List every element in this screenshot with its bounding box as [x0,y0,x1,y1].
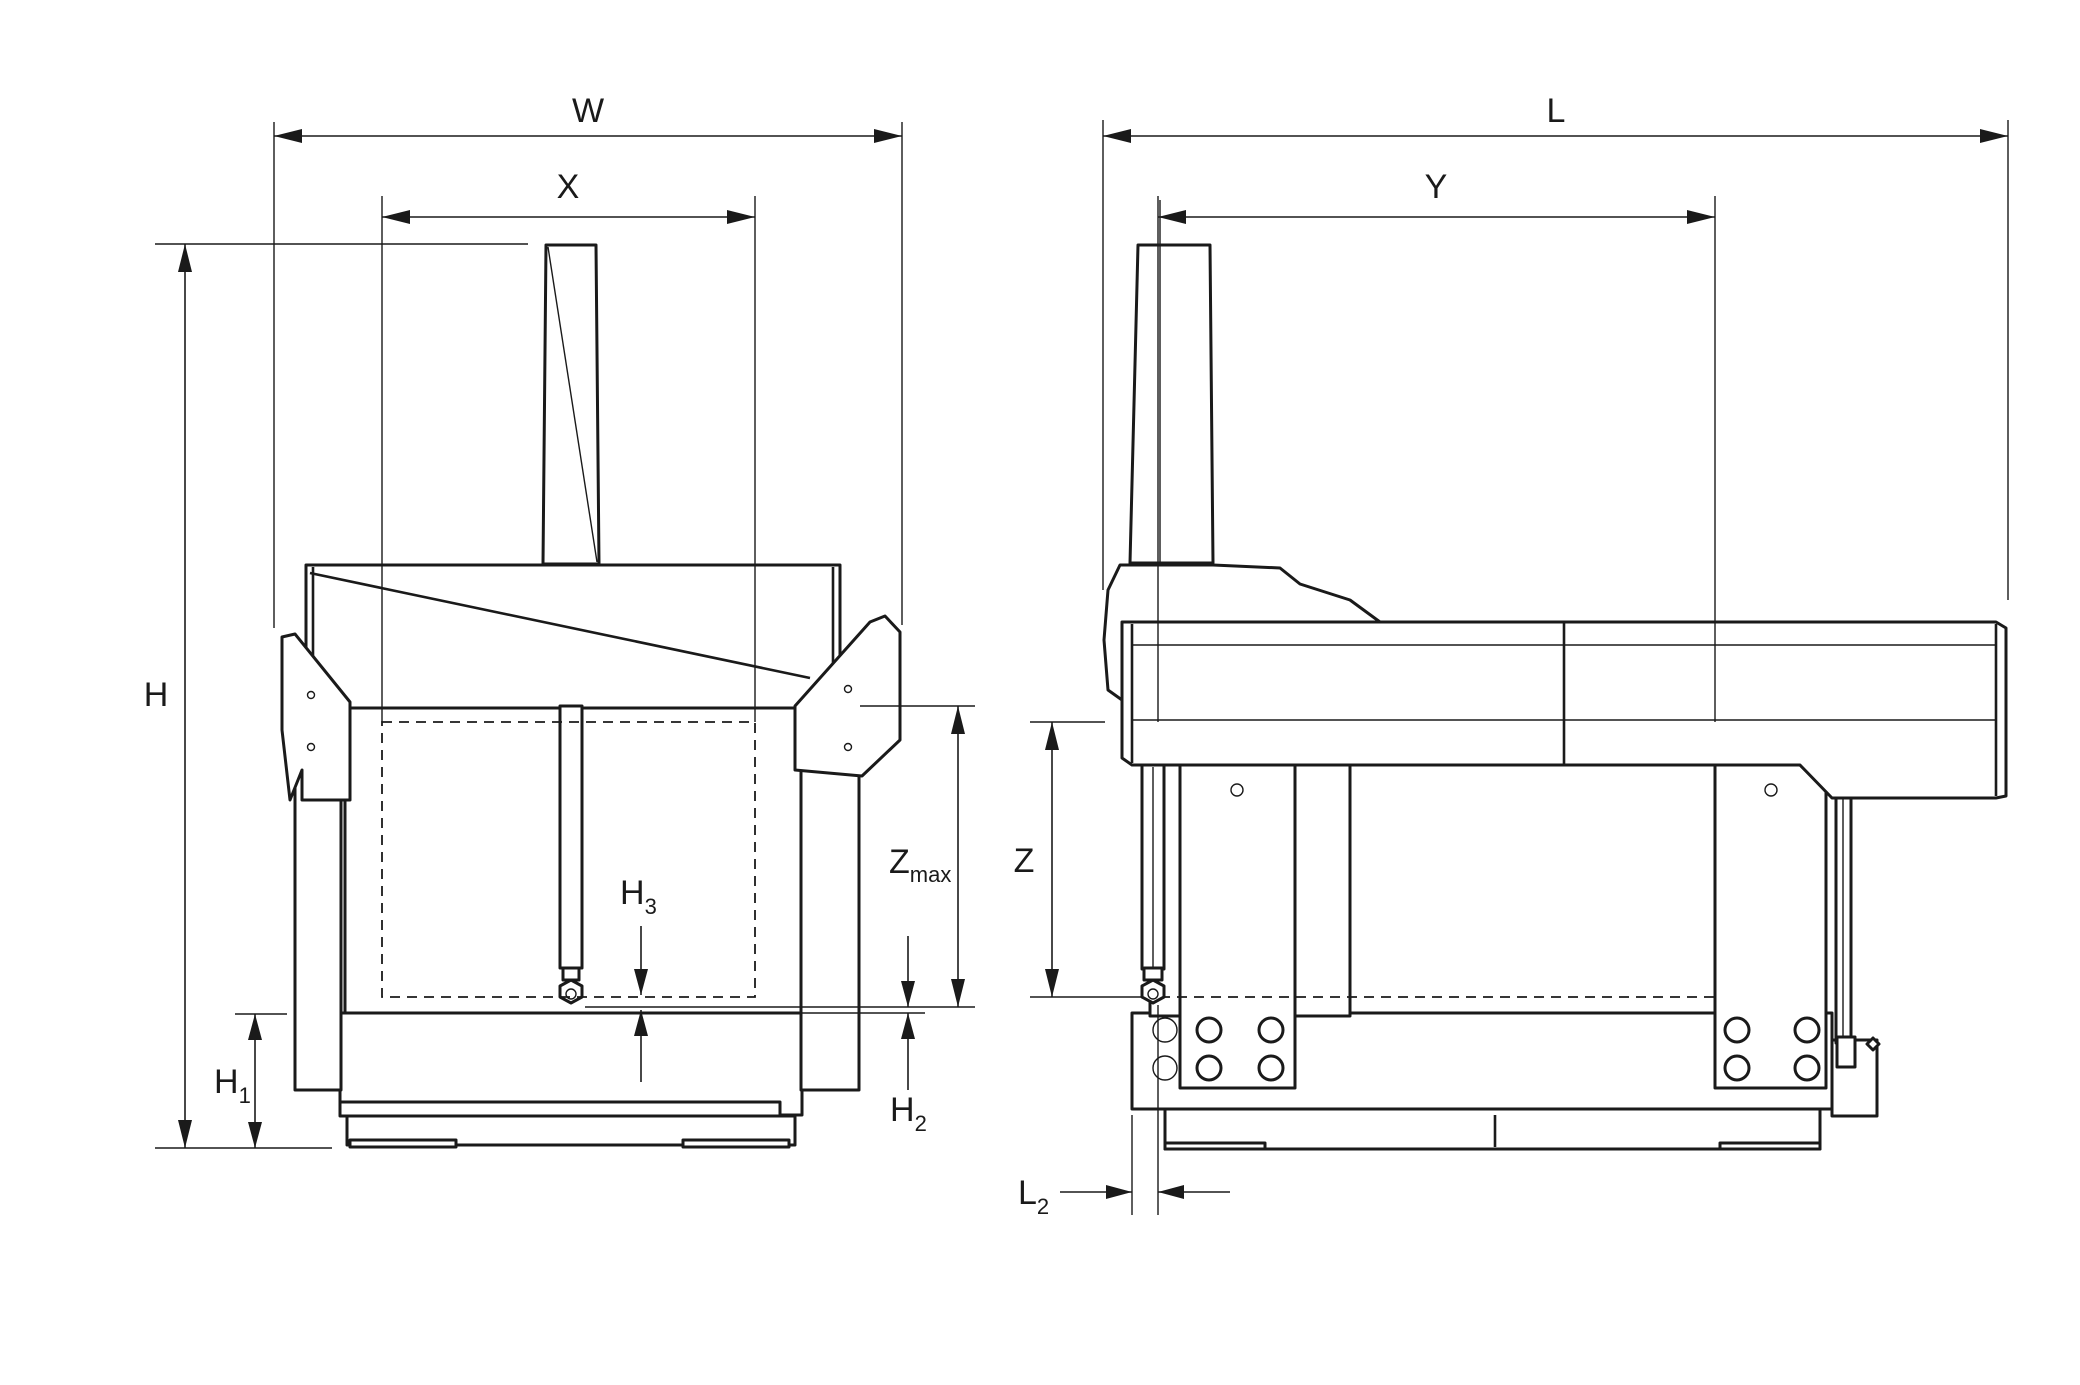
ram-upper [541,243,601,566]
label-H3: H3 [620,874,657,919]
label-H1: H1 [214,1063,251,1108]
dim-X [382,210,755,224]
side-rod [1834,796,1881,1069]
label-W: W [572,92,604,130]
dim-L [1103,129,2008,143]
dim-H1 [248,1014,262,1148]
label-Z: Z [1014,842,1035,880]
side-extension-lines [1030,120,2009,1215]
label-Y: Y [1425,168,1448,206]
front-extension-lines [155,122,975,1149]
dim-W [274,129,902,143]
granite-table [338,1011,804,1149]
dim-Zmax [951,706,965,1007]
side-head [1102,200,1382,702]
right-end-cap [793,614,902,778]
left-end-cap [280,632,352,802]
label-L2: L2 [1018,1174,1049,1219]
dim-H2 [901,936,915,1090]
front-view: W X H H1 H2 H3 Zmax [144,92,975,1149]
quill [558,704,584,1005]
dim-Z [1045,722,1059,997]
measuring-volume-front [381,721,756,998]
label-L: L [1547,92,1566,130]
label-H2: H2 [890,1091,927,1136]
dim-H3 [634,926,648,1082]
bolt-icon [843,684,853,694]
dim-L2 [1060,1185,1230,1199]
right-column [799,760,861,1092]
bolt-icon [306,690,316,700]
side-right-leg [1713,763,1828,1090]
side-view: L Y Z L2 [1014,92,2009,1219]
side-beam [1120,620,2008,800]
probe-head-icon [1140,978,1166,1005]
left-column [293,760,343,1092]
right-foot [681,1138,791,1149]
bolt-icon [306,742,316,752]
label-X: X [557,168,580,206]
side-left-leg [1152,763,1297,1090]
label-H: H [144,676,169,714]
label-Zmax: Zmax [889,843,951,887]
left-foot [348,1138,458,1149]
bridge-beam [304,563,842,710]
dim-H [178,244,192,1148]
dim-Y [1158,210,1715,224]
bolt-icon [843,742,853,752]
side-quill [1140,763,1166,1005]
